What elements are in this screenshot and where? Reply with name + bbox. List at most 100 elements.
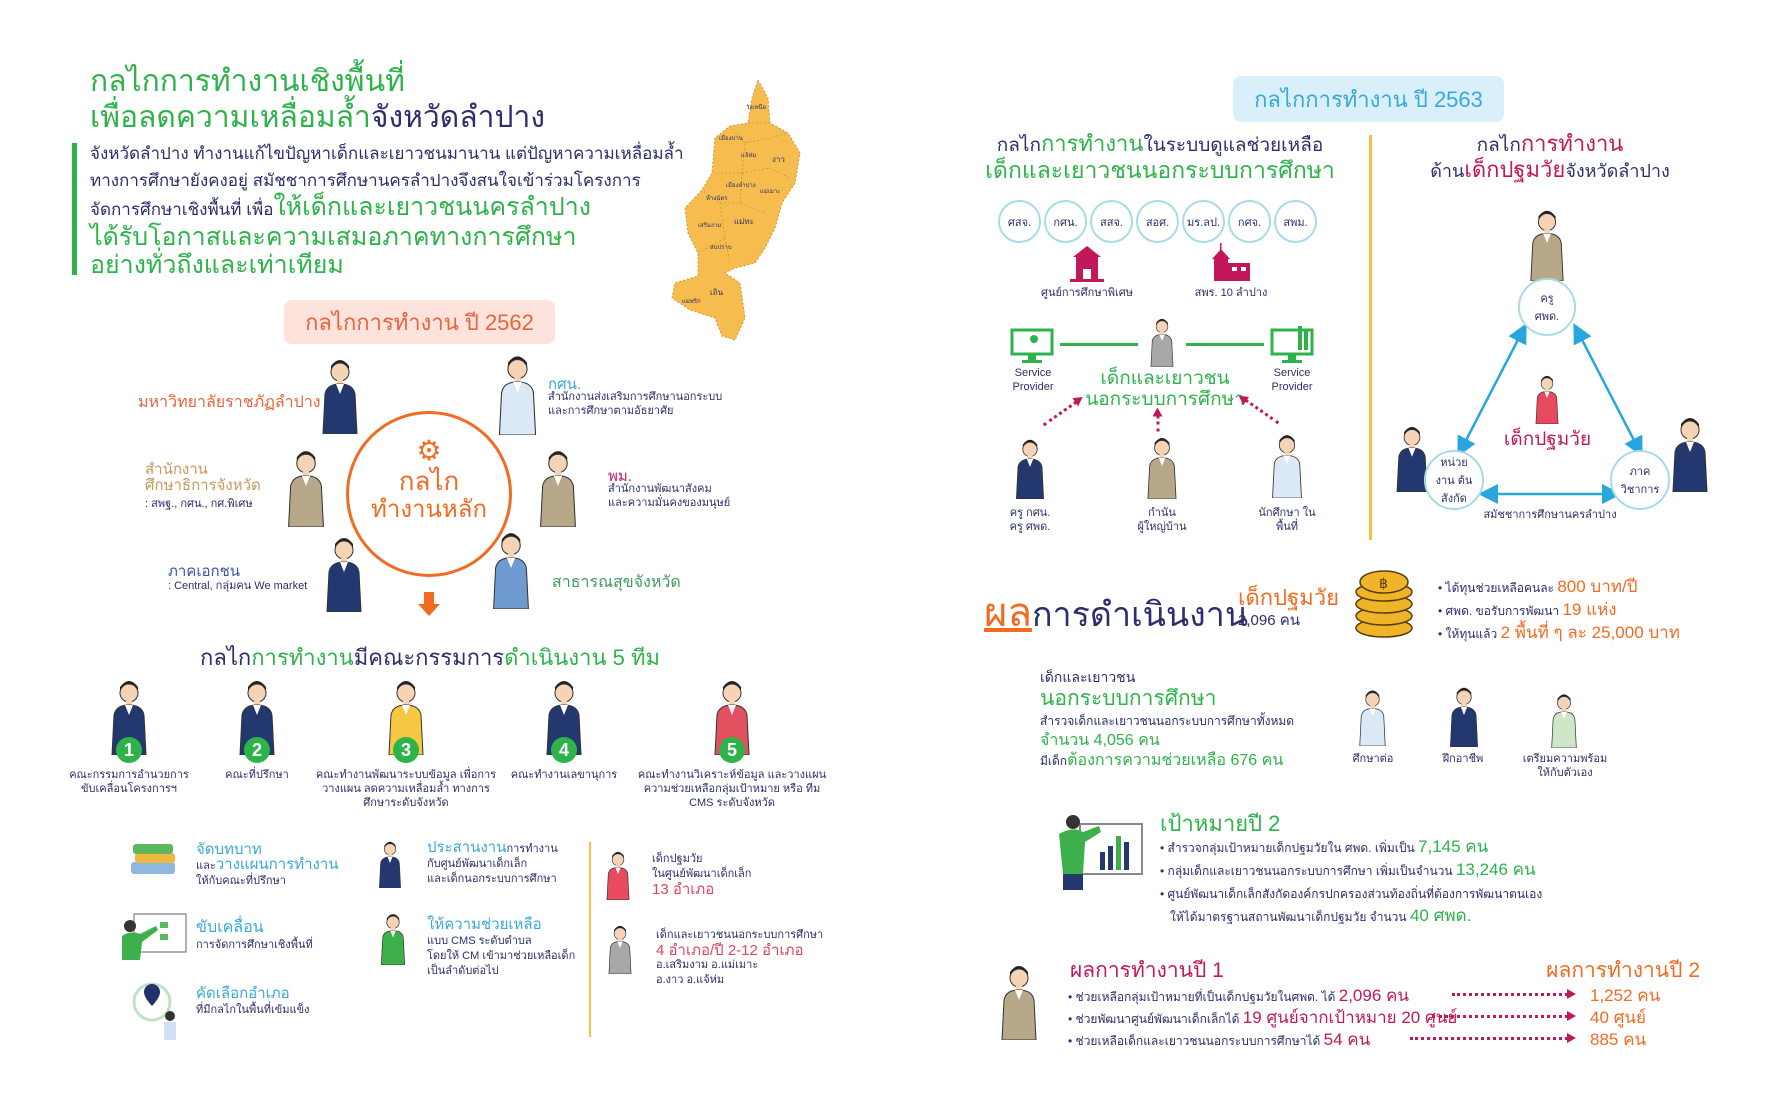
target-text: อ.เสริมงาม อ.แม่เมาะ [656,959,759,971]
target-out-of-school: เด็กและเยาวชนนอกระบบการศึกษา 4 อำเภอ/ปี … [656,928,823,988]
heading-part: มีคณะกรรมการ [353,645,505,670]
role-title: จัดบทบาท [196,841,262,858]
goal-bullets: สำรวจกลุ่มเป้าหมายเด็กปฐมวัยใน ศพด. เพิ่… [1160,836,1543,928]
ec-result-count: 2,096 คน [1238,612,1300,629]
path-label: ศึกษาต่อ [1352,753,1394,765]
dotted-arrow [1244,398,1280,425]
oos-highlight: จำนวน 4,056 คน [1040,732,1160,749]
teams-heading: กลไกการทำงานมีคณะกรรมการดำเนินงาน 5 ทีม [120,640,740,675]
bullet-highlight: 800 บาท/ปี [1557,577,1638,596]
service-provider-left: Service Provider [1012,367,1054,393]
role-plan: จัดบทบาท และวางแผนการทำงาน ให้กับคณะที่ป… [196,842,339,889]
person-figure [1665,408,1715,492]
main-title-line1: กลไกการทำงานเชิงพื้นที่ [90,65,405,98]
school-building-icon [1068,243,1106,283]
bullet-text: ได้ทุนช่วยเหลือคนละ [1445,581,1558,595]
role-text: การจัดการศึกษาเชิงพื้นที่ [196,939,313,951]
worker-figure [1440,683,1488,747]
bullet-text: ให้ได้มาตรฐานสถานพัฒนาเด็กปฐมวัย จำนวน [1170,910,1410,924]
row-year1-value: 2,096 คน [1338,986,1409,1005]
team-label: คณะทำงานวิเคราะห์ข้อมูล และวางแผนความช่ว… [637,769,827,809]
helper-label: กำนัน ผู้ใหญ่บ้าน [1137,507,1187,533]
row-year2-value: 1,252 คน [1590,986,1661,1005]
divider-line [1369,135,1372,540]
person-figure [318,532,370,612]
year2-title: ผลการทำงานปี 2 [1546,959,1700,982]
year1-result-row: • ช่วยพัฒนาศูนย์พัฒนาเด็กเล็กได้ 19 ศูนย… [1068,1008,1458,1027]
row-year2-value: 40 ศูนย์ [1590,1008,1647,1027]
triangle-arrows [1440,310,1660,510]
title-part: การดำเนินงาน [1031,596,1249,634]
row-year2-value: 885 คน [1590,1030,1647,1049]
core-label-line2: ทำงานหลัก [371,496,487,523]
ec-heading: กลไกการทำงาน ด้านเด็กปฐมวัยจังหวัดลำปาง [1380,132,1720,183]
heading-part: กลไก [200,645,252,670]
bullet-text: สำรวจกลุ่มเป้าหมายเด็กปฐมวัยใน ศพด. เพิ่… [1167,841,1419,855]
arrow-down-icon [418,592,440,616]
intro-text: จัดการศึกษาเชิงพื้นที่ เพื่อ [90,200,274,219]
msdhs-sub-line: และความมั่นคงของมนุษย์ [608,497,731,509]
gear-icon: ⚙ [416,435,442,466]
target-text: อ.งาว อ.แจ้ห่ม [656,974,725,986]
presentation-board-icon [120,912,188,962]
map-label: วังเหนือ [746,105,767,111]
role-text: แบบ CMS ระดับตำบล [427,935,532,947]
bullet-highlight: 40 ศพด. [1409,906,1472,925]
oos-heading: กลไกการทำงานในระบบดูแลช่วยเหลือ เด็กและเ… [960,131,1360,183]
lampang-map: วังเหนือ เมืองปาน แจ้ห่ม งาว เมืองลำปาง … [670,78,820,348]
heading-part: เด็กและเยาวชนนอกระบบการศึกษา [985,157,1335,183]
monitor-icon [1010,328,1054,364]
person-figure [490,350,545,435]
heading-part: การทำงาน [1040,131,1144,156]
map-label: สบปราบ [710,245,732,251]
role-select: คัดเลือกอำเภอ ที่มีกลไกในพื้นที่เข้มแข็ง [196,984,310,1018]
ec-node-agency: หน่วยงาน ต้นสังกัด [1424,450,1484,510]
map-label: แจ้ห่ม [741,153,757,159]
intro-paragraph: จังหวัดลำปาง ทำงานแก้ไขปัญหาเด็กและเยาวช… [90,140,684,279]
building-label: ศูนย์การศึกษาพิเศษ [1040,287,1133,299]
person-figure [480,527,542,609]
partner-peo-sub: : สพฐ., กศน., กศ.พิเศษ [145,498,253,510]
role-text: กับศูนย์พัฒนาเด็กเล็ก [427,858,528,870]
badge-2563: กลไกการทำงาน ปี 2563 [1233,76,1504,122]
role-title: คัดเลือกอำเภอ [196,985,290,1002]
intro-highlight: ได้รับโอกาสและความเสมอภาคทางการศึกษา [90,223,577,251]
intro-highlight: ให้เด็กและเยาวชนนครลำปาง [273,193,591,221]
ec-result-bullets: ได้ทุนช่วยเหลือคนละ 800 บาท/ปีศพด. ขอรับ… [1438,576,1680,645]
oos-center-label: เด็กและเยาวชนนอกระบบการศึกษา [1075,368,1255,410]
target-early-childhood: เด็กปฐมวัย ในศูนย์พัฒนาเด็กเล็ก 13 อำเภอ [652,852,751,897]
partner-peo-title: สำนักงาน ศึกษาธิการจังหวัด [145,461,261,494]
heading-part: ดำเนินงาน 5 ทีม [504,645,660,670]
bullet-highlight: 7,145 คน [1418,837,1489,856]
team-number-badge: 2 [244,737,270,763]
youth-figure [1140,315,1184,367]
nfe-sub-line: และการศึกษาตามอัธยาศัย [548,405,674,417]
team-label: คณะทำงานพัฒนาระบบข้อมูล เพื่อการวางแผน ล… [315,769,497,809]
ec-center-label: เด็กปฐมวัย [1503,429,1592,450]
person-figure [1010,433,1050,499]
studying-figure [1345,686,1400,746]
heading-part: ในระบบดูแลช่วยเหลือ [1143,135,1324,156]
person-figure [280,445,332,527]
person-figure [528,445,588,527]
person-figure [1140,433,1184,499]
person-figure [1265,430,1309,498]
ec-node-academic: ภาค วิชาการ [1610,450,1670,510]
partner-rajabhat: มหาวิทยาลัยราชภัฏลำปาง [138,394,321,411]
agency-circle: สพม. [1274,200,1317,243]
agency-circle: กศน. [1044,200,1087,243]
center-line: เด็กและเยาวชน [1100,368,1230,389]
bullet-item: ศูนย์พัฒนาเด็กเล็กสังกัดองค์กรปกครองส่วน… [1160,882,1543,905]
dotted-arrow [1432,1011,1576,1021]
role-drive: ขับเคลื่อน การจัดการศึกษาเชิงพื้นที่ [196,918,313,953]
handshake-figures [365,838,415,888]
helper-label: ครู กศน. ครู ศพด. [1009,507,1051,533]
row-text: ช่วยเหลือเด็กและเยาวชนนอกระบบการศึกษาได้ [1075,1034,1324,1048]
intro-highlight: อย่างทั่วถึงและเท่าเทียม [90,251,344,279]
partner-private-sub: : Central, กลุ่มคน We market [168,580,308,592]
oos-highlight: นอกระบบการศึกษา [1040,687,1217,710]
bullet-item: ให้ทุนแล้ว 2 พื้นที่ ๆ ละ 25,000 บาท [1438,622,1680,645]
core-label-line1: กลไก [398,466,460,496]
target-text: เด็กและเยาวชนนอกระบบการศึกษา [656,929,824,941]
person-figure [988,960,1050,1040]
